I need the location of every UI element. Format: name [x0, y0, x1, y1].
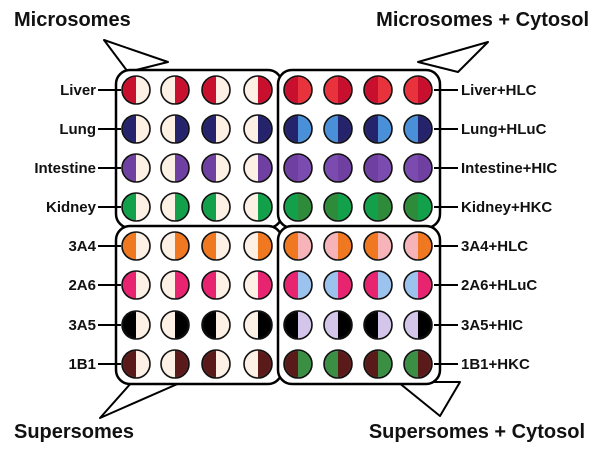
well: [283, 231, 313, 261]
row-label-left: 3A5: [68, 317, 96, 334]
bubble-tail-bottom-right: [397, 381, 461, 417]
row-label-right: Kidney+HKC: [461, 199, 552, 216]
title-microsomes-cytosol: Microsomes + Cytosol: [376, 9, 589, 31]
row-label-right: 3A5+HIC: [461, 317, 523, 334]
well: [243, 75, 273, 105]
well: [243, 310, 273, 340]
well: [323, 75, 353, 105]
title-supersomes-cytosol: Supersomes + Cytosol: [369, 421, 585, 443]
well: [363, 114, 393, 144]
row-label-right: 1B1+HKC: [461, 356, 530, 373]
well: [283, 310, 313, 340]
well: [121, 192, 151, 222]
well: [403, 153, 433, 183]
well: [403, 114, 433, 144]
well: [201, 153, 231, 183]
well: [121, 153, 151, 183]
well: [403, 192, 433, 222]
well: [243, 349, 273, 379]
well: [201, 349, 231, 379]
well: [121, 270, 151, 300]
well: [403, 231, 433, 261]
well: [283, 114, 313, 144]
well: [323, 153, 353, 183]
well: [403, 310, 433, 340]
well: [323, 114, 353, 144]
well: [363, 192, 393, 222]
well: [403, 270, 433, 300]
well: [160, 270, 190, 300]
well: [283, 153, 313, 183]
row-label-left: 2A6: [68, 277, 96, 294]
well: [201, 114, 231, 144]
well: [243, 192, 273, 222]
well: [243, 153, 273, 183]
well: [363, 270, 393, 300]
bubble-tail-top-right: [417, 41, 489, 73]
well: [323, 349, 353, 379]
well: [201, 231, 231, 261]
well: [403, 349, 433, 379]
title-supersomes: Supersomes: [14, 421, 134, 443]
row-label-left: 3A4: [68, 238, 96, 255]
well: [121, 231, 151, 261]
well: [323, 192, 353, 222]
title-microsomes: Microsomes: [14, 9, 131, 31]
well: [121, 310, 151, 340]
well: [121, 114, 151, 144]
well: [283, 192, 313, 222]
well: [323, 270, 353, 300]
bubble-tail-top-left: [103, 39, 169, 73]
row-label-left: Intestine: [34, 160, 96, 177]
well: [283, 349, 313, 379]
bubble-tail-bottom-left: [99, 381, 183, 419]
row-label-left: Lung: [59, 121, 96, 138]
well: [201, 310, 231, 340]
well: [160, 231, 190, 261]
well: [201, 270, 231, 300]
row-label-right: 2A6+HLuC: [461, 277, 537, 294]
row-label-right: Intestine+HIC: [461, 160, 557, 177]
well: [243, 114, 273, 144]
well: [160, 310, 190, 340]
row-label-right: Liver+HLC: [461, 82, 537, 99]
row-label-right: 3A4+HLC: [461, 238, 528, 255]
well: [121, 349, 151, 379]
well: [243, 231, 273, 261]
well: [160, 192, 190, 222]
well: [363, 231, 393, 261]
well: [363, 153, 393, 183]
well: [201, 75, 231, 105]
well: [160, 75, 190, 105]
well: [121, 75, 151, 105]
row-label-left: Kidney: [46, 199, 97, 216]
well: [283, 75, 313, 105]
row-label-left: 1B1: [68, 356, 96, 373]
well: [323, 231, 353, 261]
well: [160, 114, 190, 144]
well: [160, 153, 190, 183]
well: [201, 192, 231, 222]
well: [283, 270, 313, 300]
well: [160, 349, 190, 379]
row-label-right: Lung+HLuC: [461, 121, 547, 138]
well: [403, 75, 433, 105]
well: [323, 310, 353, 340]
row-label-left: Liver: [60, 82, 96, 99]
well: [363, 75, 393, 105]
well: [363, 349, 393, 379]
panel-supersomes-cytosol: [276, 224, 442, 386]
well: [243, 270, 273, 300]
well: [363, 310, 393, 340]
